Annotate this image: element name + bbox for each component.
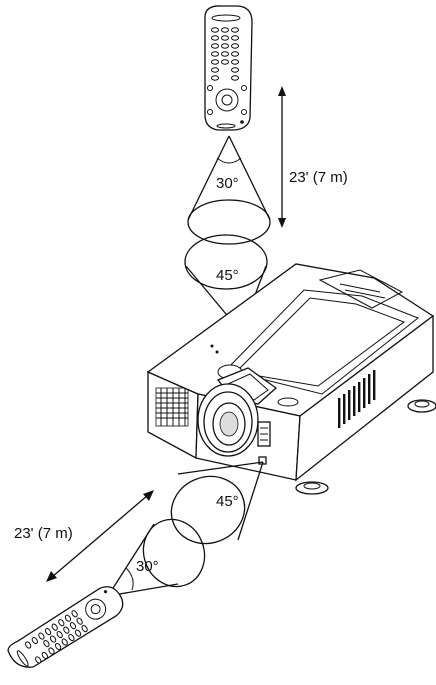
top-distance-label: 23' (7 m) [289, 169, 348, 186]
front-distance-label: 23' (7 m) [14, 525, 73, 542]
top-vertical-angle-label: 30° [216, 175, 239, 192]
front-distance-arrow [46, 490, 154, 582]
top-remote-buttons [211, 27, 239, 81]
left-vent [155, 387, 189, 427]
top-horizontal-angle-label: 45° [216, 267, 239, 284]
front-remote-control [7, 586, 124, 668]
top-vertical-cone [187, 135, 271, 245]
top-distance-arrow [278, 86, 286, 228]
projector [146, 263, 436, 495]
top-remote-dpad [207, 85, 247, 115]
right-vent [338, 370, 376, 428]
top-remote-control [204, 5, 253, 131]
projector-lens [197, 383, 259, 457]
front-vertical-angle-label: 30° [136, 558, 159, 575]
front-remote-buttons [25, 610, 88, 664]
front-remote-dpad [85, 598, 107, 620]
front-horizontal-cone [170, 461, 264, 545]
front-horizontal-angle-label: 45° [216, 493, 239, 510]
front-vertical-cone [107, 518, 206, 597]
